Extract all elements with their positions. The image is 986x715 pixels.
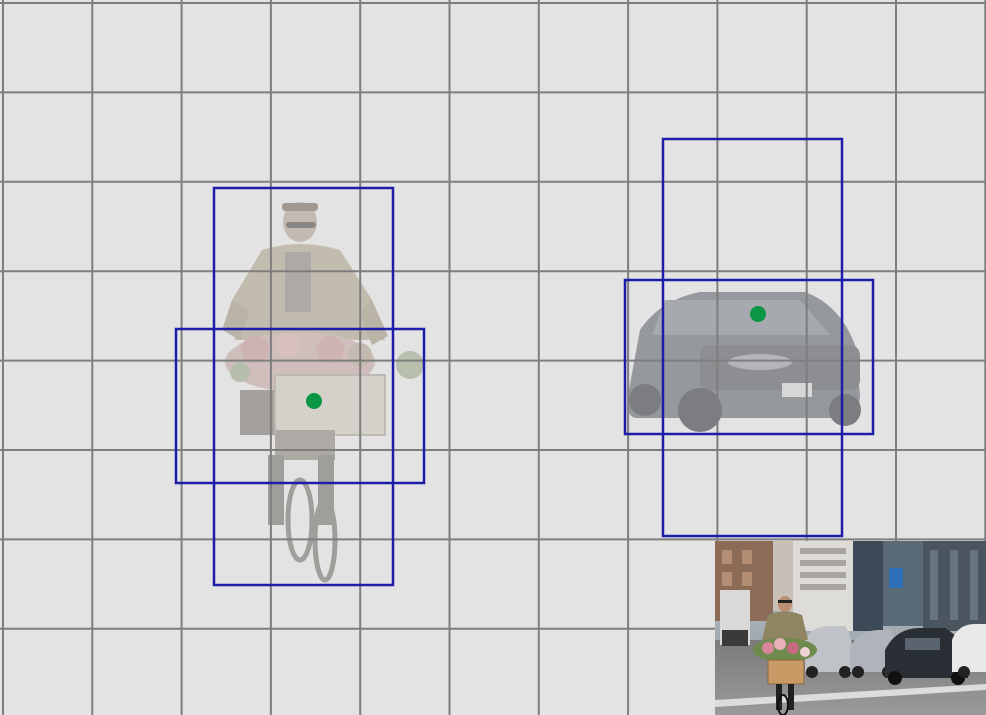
- inset-street-photo: [715, 541, 986, 715]
- cyclist-center-point: [306, 393, 322, 409]
- car-center-point: [750, 306, 766, 322]
